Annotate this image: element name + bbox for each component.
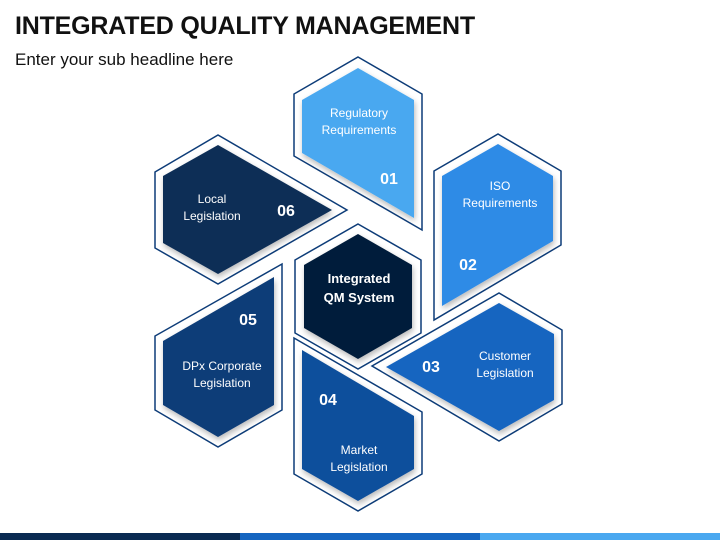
- page-subtitle: Enter your sub headline here: [15, 50, 234, 69]
- segment-04-fill: [302, 350, 414, 501]
- segment-06-fill: [163, 145, 332, 274]
- segment-05-label-line2: Legislation: [193, 376, 250, 390]
- center-label-line1: Integrated: [328, 271, 391, 286]
- segment-02-label-line2: Requirements: [463, 196, 538, 210]
- center-label-line2: QM System: [324, 290, 395, 305]
- segment-01-number: 01: [380, 171, 398, 188]
- segment-01-label-line2: Requirements: [322, 123, 397, 137]
- segment-02-number: 02: [459, 257, 477, 274]
- footer-color-bar: [0, 533, 720, 540]
- center-hexagon-fill: [304, 234, 412, 359]
- segment-05-number: 05: [239, 312, 257, 329]
- segment-05-label-line1: DPx Corporate: [182, 359, 262, 373]
- segment-06: Local Legislation 06: [154, 134, 349, 285]
- segment-06-label-line1: Local: [198, 192, 227, 206]
- segment-05-fill: [163, 277, 274, 437]
- segment-01-label-line1: Regulatory: [330, 106, 388, 120]
- segment-02-label-line1: ISO: [490, 179, 511, 193]
- segment-01-fill: [302, 68, 414, 218]
- segment-03-label-line2: Legislation: [476, 366, 533, 380]
- segment-03-label-line1: Customer: [479, 349, 531, 363]
- segment-06-label-line2: Legislation: [183, 209, 240, 223]
- segment-04-label-line2: Legislation: [330, 460, 387, 474]
- footer-segment-mid: [240, 533, 480, 540]
- page-title: INTEGRATED QUALITY MANAGEMENT: [15, 12, 475, 40]
- center-hexagon: Integrated QM System: [294, 223, 422, 370]
- segment-03-fill: [386, 303, 554, 431]
- segment-01: Regulatory Requirements 01: [293, 56, 423, 232]
- segment-06-number: 06: [277, 203, 295, 220]
- segment-04-number: 04: [319, 392, 337, 409]
- segment-04-label-line1: Market: [341, 443, 378, 457]
- segment-03: Customer Legislation 03: [370, 292, 563, 442]
- footer-segment-light: [480, 533, 720, 540]
- segment-02: ISO Requirements 02: [433, 133, 562, 322]
- segment-03-number: 03: [422, 359, 440, 376]
- segment-04: 04 Market Legislation: [293, 336, 423, 512]
- footer-segment-dark: [0, 533, 240, 540]
- segment-05: 05 DPx Corporate Legislation: [154, 262, 283, 448]
- segment-02-fill: [442, 144, 553, 306]
